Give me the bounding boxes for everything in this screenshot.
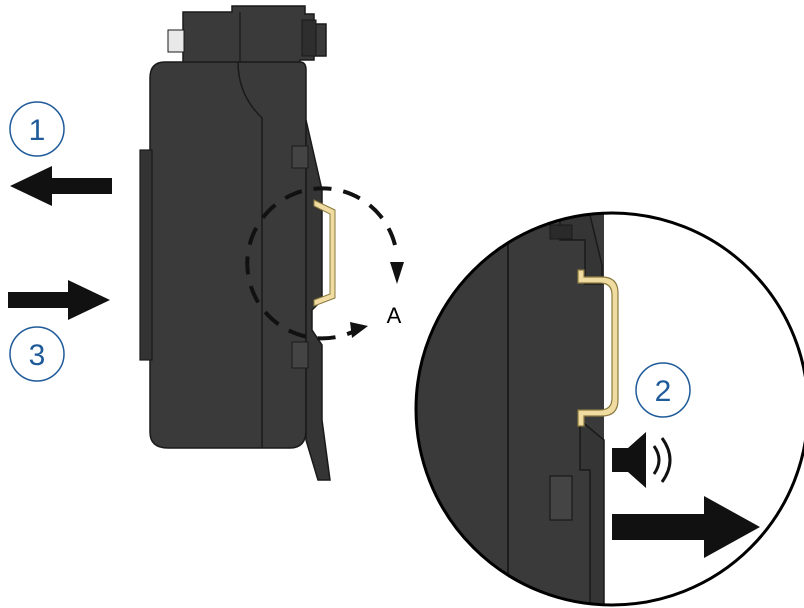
detail-view-border	[414, 211, 804, 607]
speaker-click-icon	[612, 432, 672, 488]
step-2-label: 2	[655, 375, 672, 408]
step-1-arrow-left	[10, 166, 112, 206]
detail-callout-circle	[245, 186, 397, 341]
step-3-label: 3	[29, 339, 46, 372]
detail-view	[414, 211, 804, 607]
step-3-marker	[9, 326, 65, 382]
callout-arrow-down	[390, 262, 404, 284]
top-pin	[167, 29, 185, 53]
detail-housing	[416, 213, 604, 605]
step-1-marker	[9, 101, 65, 157]
detail-din-rail	[577, 269, 619, 427]
step-3-arrow-right	[8, 280, 110, 320]
step-2-arrow-right	[612, 496, 760, 558]
front-panel-lip	[139, 149, 153, 361]
callout-arrow-right	[350, 322, 368, 338]
step-2-marker	[635, 362, 691, 418]
device-side-view	[139, 5, 404, 481]
device-housing	[149, 61, 307, 449]
detail-callout-label: A	[387, 303, 402, 328]
din-rail	[313, 199, 336, 307]
step-1-label: 1	[29, 114, 46, 147]
